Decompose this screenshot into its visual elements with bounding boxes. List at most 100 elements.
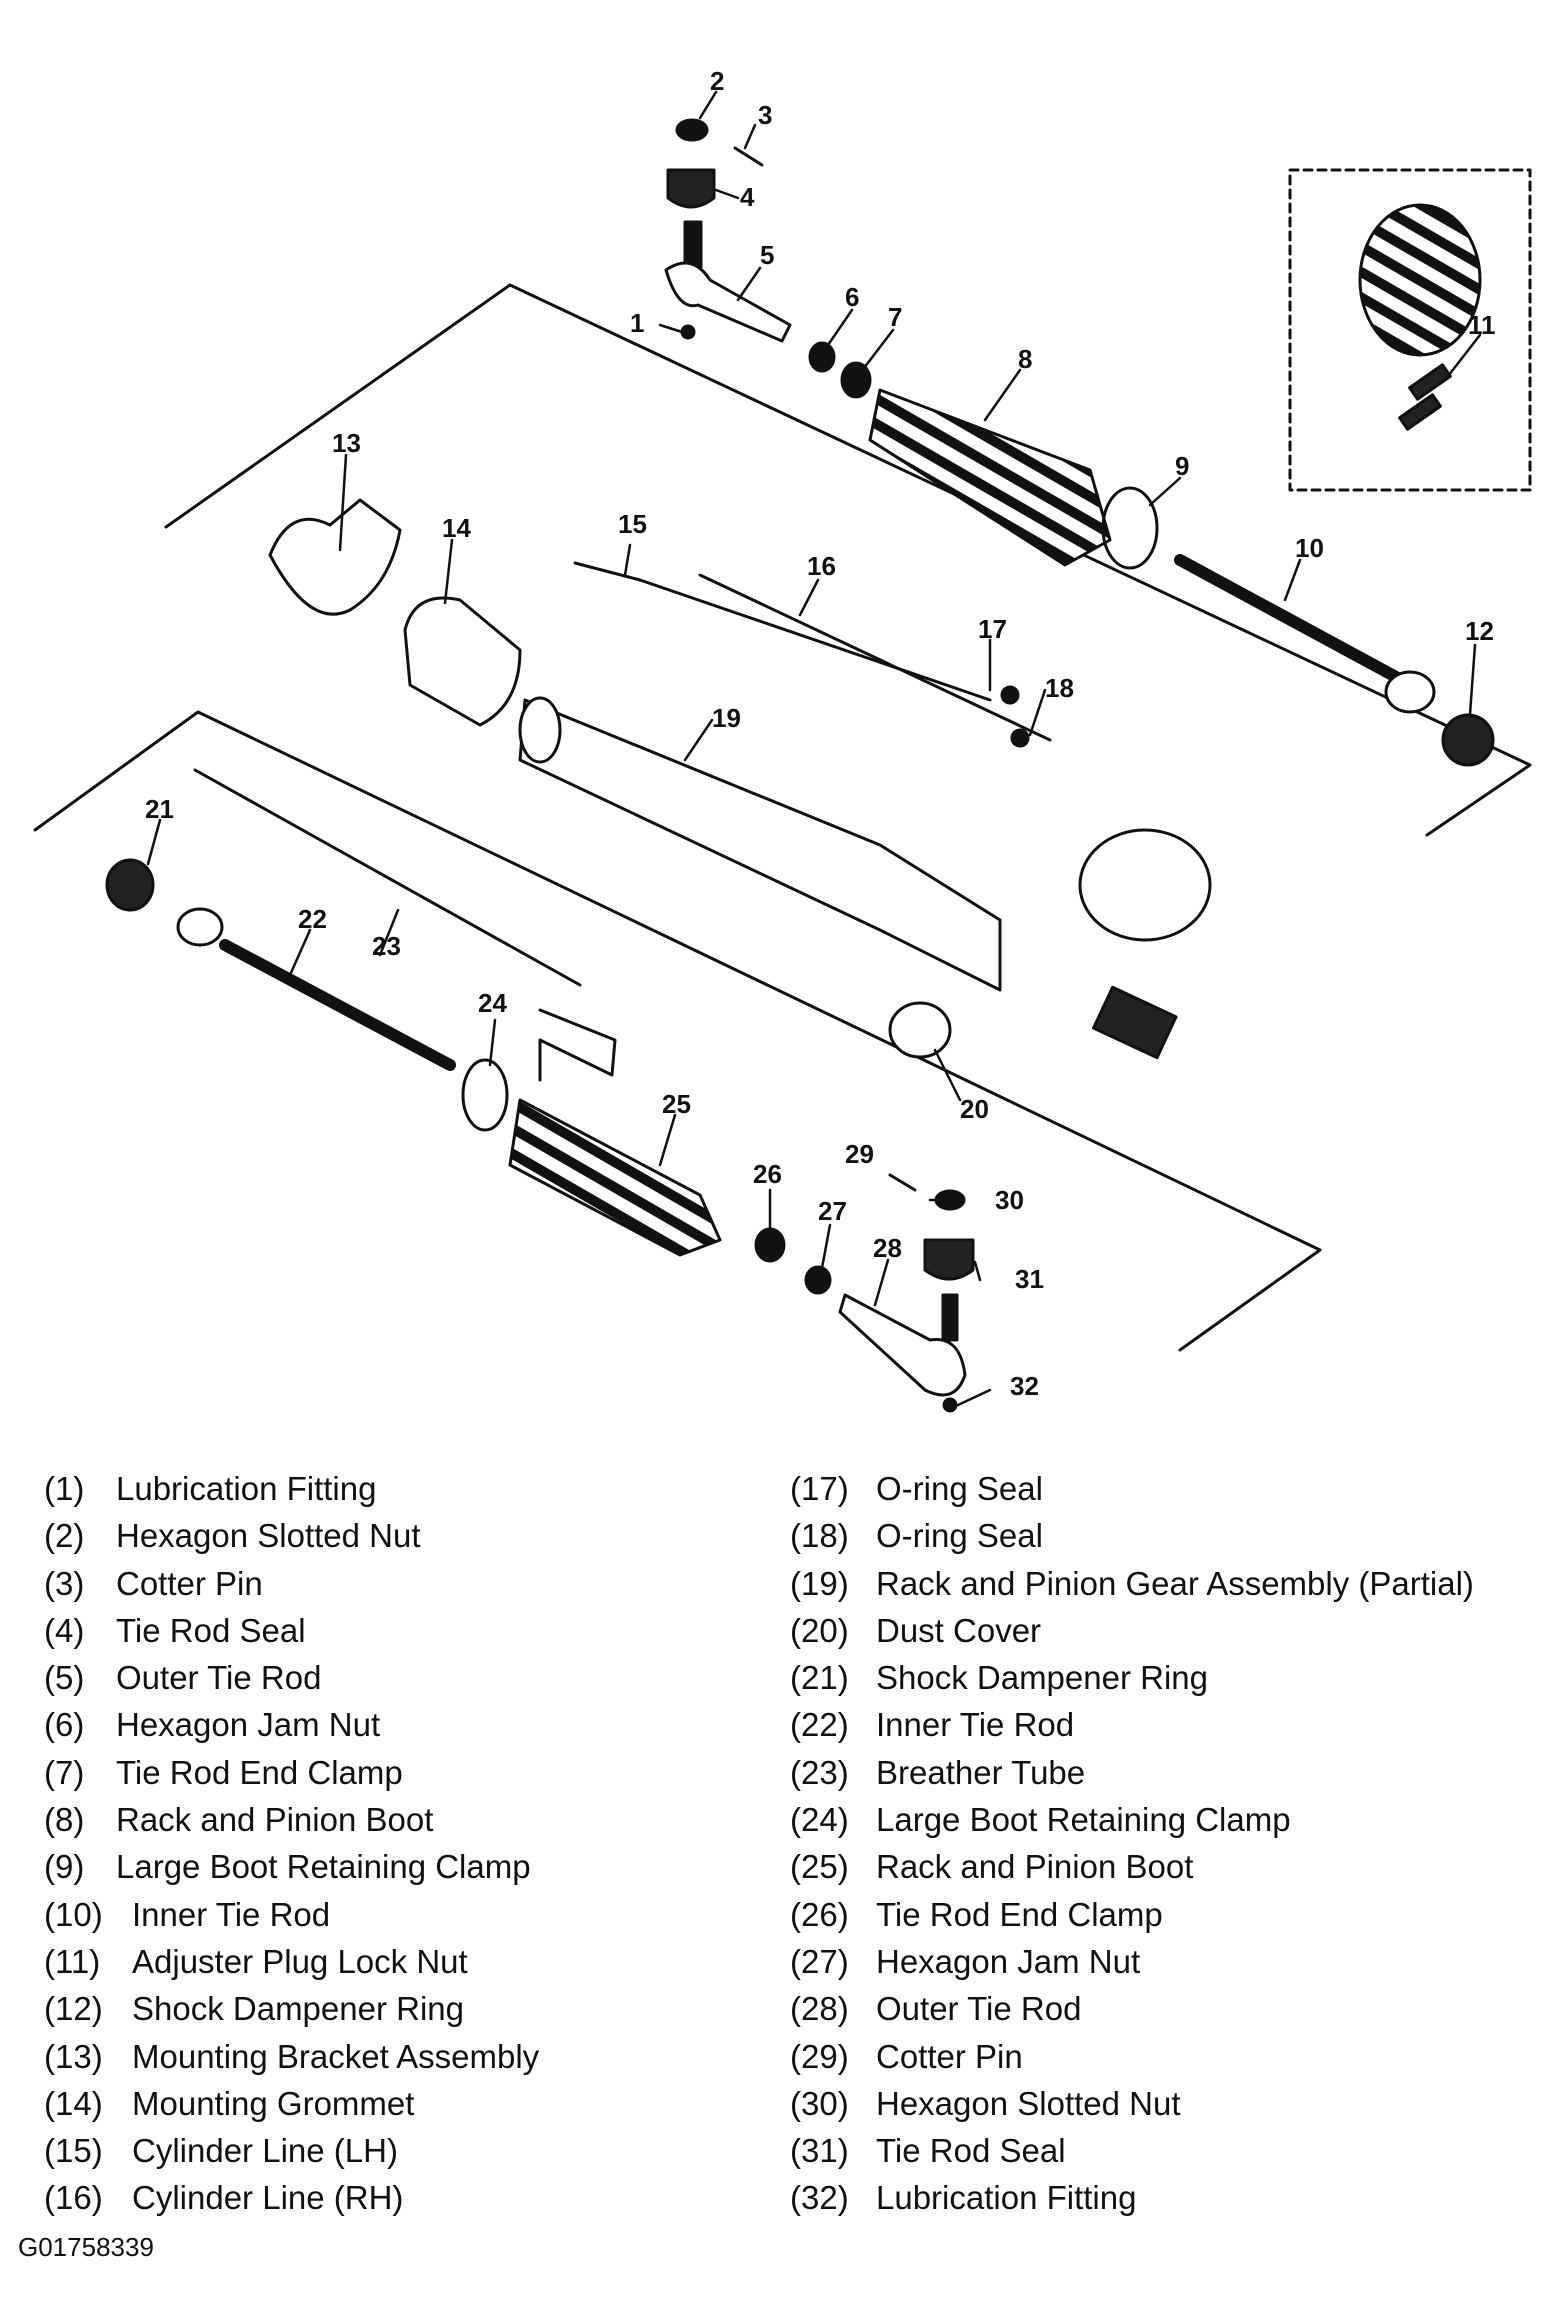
legend-item-20: (20)Dust Cover	[790, 1611, 1042, 1649]
input-shaft-part	[1092, 985, 1178, 1060]
leader-lines	[146, 90, 1482, 1407]
lube-fitting-lower-part	[942, 1397, 958, 1413]
callout-26: 26	[753, 1159, 782, 1189]
breather-tube-part	[193, 768, 582, 987]
inner-tie-rod-upper-part	[1174, 554, 1426, 696]
mounting-grommet-part	[403, 596, 522, 727]
adjuster-assembly-part	[1358, 203, 1482, 357]
callout-7: 7	[888, 302, 902, 332]
legend-right-column: (17)O-ring Seal (18)O-ring Seal (19)Rack…	[790, 1465, 1474, 2222]
legend-item-7: (7)Tie Rod End Clamp	[44, 1753, 403, 1791]
adjuster-lock-nut-part-2	[1398, 393, 1442, 431]
jam-nut-lower-part	[804, 1265, 832, 1295]
callout-23: 23	[372, 931, 401, 961]
legend-item-25: (25)Rack and Pinion Boot	[790, 1848, 1194, 1886]
callout-25: 25	[662, 1089, 691, 1119]
dust-cover-part	[888, 1001, 952, 1059]
cylinder-line-lh-part	[573, 561, 992, 702]
damper-ring-upper-part	[1441, 713, 1495, 767]
callout-17: 17	[978, 614, 1007, 644]
legend-item-17: (17)O-ring Seal	[790, 1470, 1043, 1507]
legend-item-2: (2)Hexagon Slotted Nut	[44, 1517, 421, 1555]
callout-1: 1	[630, 308, 644, 338]
callout-9: 9	[1175, 451, 1189, 481]
exploded-steering-diagram: 1 2 3 4 5 6 7 8 9 10 11 12 13 14 15 16 1…	[33, 66, 1532, 1413]
callout-6: 6	[845, 282, 859, 312]
stud-top-part	[683, 220, 703, 269]
outer-tie-rod-top-part	[664, 261, 792, 343]
adjuster-lock-nut-part	[1408, 363, 1452, 401]
legend-item-12: (12)Shock Dampener Ring	[44, 1990, 464, 2028]
legend-item-32: (32)Lubrication Fitting	[790, 2179, 1137, 2217]
callout-31: 31	[1015, 1264, 1044, 1294]
callout-5: 5	[760, 240, 774, 270]
rack-boot-upper-part	[868, 388, 1112, 567]
legend-item-28: (28)Outer Tie Rod	[790, 1990, 1082, 2028]
valve-body-part	[1078, 828, 1212, 942]
rack-boot-lower-part	[508, 1098, 722, 1257]
legend-item-11: (11)Adjuster Plug Lock Nut	[44, 1942, 468, 1980]
tube-bracket-part	[538, 1008, 617, 1082]
cotter-pin-top-part	[733, 146, 764, 167]
inner-rod-ball-lower-part	[176, 907, 224, 947]
legend-item-24: (24)Large Boot Retaining Clamp	[790, 1801, 1291, 1839]
callout-18: 18	[1045, 673, 1074, 703]
legend-item-21: (21)Shock Dampener Ring	[790, 1659, 1208, 1697]
callout-8: 8	[1018, 344, 1032, 374]
callout-20: 20	[960, 1094, 989, 1124]
legend-item-3: (3)Cotter Pin	[44, 1564, 263, 1602]
callout-11: 11	[1468, 310, 1496, 340]
rack-housing-end	[518, 696, 562, 764]
legend-item-19: (19)Rack and Pinion Gear Assembly (Parti…	[790, 1564, 1474, 1602]
legend-item-16: (16)Cylinder Line (RH)	[44, 2179, 404, 2217]
callout-3: 3	[758, 100, 772, 130]
callout-15: 15	[618, 509, 647, 539]
callout-10: 10	[1295, 533, 1324, 563]
legend-item-14: (14)Mounting Grommet	[44, 2084, 415, 2122]
tie-rod-seal-lower-part	[923, 1238, 975, 1281]
clamp-top-part	[840, 361, 872, 399]
inner-tie-rod-lower-part	[219, 939, 456, 1071]
o-ring-18-part	[1010, 728, 1030, 748]
legend-left-column: (1)Lubrication Fitting (2)Hexagon Slotte…	[44, 1465, 539, 2222]
legend-item-9: (9)Large Boot Retaining Clamp	[44, 1848, 531, 1886]
callout-16: 16	[807, 551, 836, 581]
legend-item-10: (10)Inner Tie Rod	[44, 1895, 331, 1933]
cylinder-line-rh-part	[698, 573, 1052, 742]
callout-2: 2	[710, 66, 724, 96]
legend-item-6: (6)Hexagon Jam Nut	[44, 1706, 381, 1744]
tie-rod-seal-top-part	[666, 168, 716, 209]
callout-13: 13	[332, 428, 361, 458]
legend-item-31: (31)Tie Rod Seal	[790, 2132, 1066, 2170]
legend-item-23: (23)Breather Tube	[790, 1753, 1086, 1791]
slotted-nut-top-part	[675, 118, 709, 142]
boot-clamp-upper-part	[1101, 486, 1159, 570]
callout-30: 30	[995, 1185, 1024, 1215]
clamp-lower-part	[754, 1227, 786, 1263]
legend-item-30: (30)Hexagon Slotted Nut	[790, 2084, 1181, 2122]
legend-item-4: (4)Tie Rod Seal	[44, 1611, 306, 1649]
rack-housing-part	[518, 698, 1002, 992]
boot-clamp-lower-part	[461, 1058, 509, 1132]
callout-28: 28	[873, 1233, 902, 1263]
legend-item-27: (27)Hexagon Jam Nut	[790, 1942, 1141, 1980]
legend-item-29: (29)Cotter Pin	[790, 2037, 1023, 2075]
legend-item-18: (18)O-ring Seal	[790, 1517, 1043, 1555]
lube-fitting-top-part	[680, 324, 696, 340]
legend-item-15: (15)Cylinder Line (LH)	[44, 2132, 398, 2170]
legend-item-26: (26)Tie Rod End Clamp	[790, 1895, 1163, 1933]
damper-ring-lower-part	[105, 858, 155, 912]
callout-22: 22	[298, 904, 327, 934]
jam-nut-top-part	[808, 341, 836, 373]
callout-labels: 1 2 3 4 5 6 7 8 9 10 11 12 13 14 15 16 1…	[145, 66, 1496, 1401]
callout-29: 29	[845, 1139, 874, 1169]
legend-item-5: (5)Outer Tie Rod	[44, 1659, 322, 1697]
figure-id: G01758339	[18, 2232, 154, 2262]
callout-21: 21	[145, 794, 174, 824]
legend-item-1: (1)Lubrication Fitting	[44, 1470, 377, 1507]
o-ring-17-part	[1000, 685, 1020, 705]
callout-19: 19	[712, 703, 741, 733]
legend-item-8: (8)Rack and Pinion Boot	[44, 1801, 434, 1839]
legend-item-22: (22)Inner Tie Rod	[790, 1706, 1075, 1744]
adjuster-detail-inset	[1288, 168, 1532, 492]
